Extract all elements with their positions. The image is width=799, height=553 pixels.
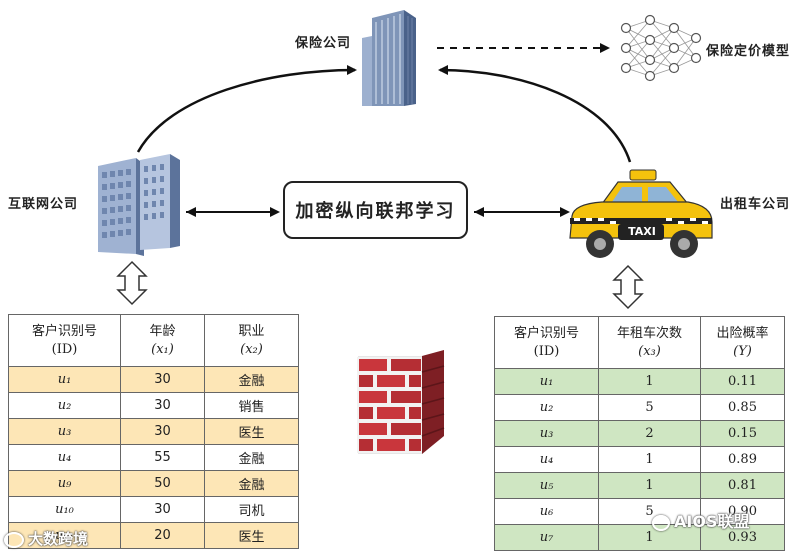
id-cell: u₆ — [494, 498, 599, 525]
header-cell-job: 职业(x₂) — [204, 314, 299, 367]
rentals-cell: 1 — [598, 524, 701, 551]
id-cell: u₄ — [8, 444, 121, 471]
header-cell-id: 客户识别号(ID) — [8, 314, 121, 367]
encrypted-vfl-box: 加密纵向联邦学习 — [283, 181, 468, 239]
header-cell-rentals: 年租车次数(x₃) — [598, 316, 701, 369]
id-cell: u₄ — [494, 446, 599, 473]
job-cell: 医生 — [204, 522, 299, 549]
age-cell: 30 — [120, 392, 205, 419]
internet-company-label: 互联网公司 — [8, 197, 79, 212]
header-cell-age: 年龄(x₁) — [120, 314, 205, 367]
id-cell: u₁₀ — [8, 496, 121, 523]
id-cell: u₃ — [8, 418, 121, 445]
job-cell: 司机 — [204, 496, 299, 523]
taxi-sign-text: TAXI — [628, 225, 656, 238]
id-cell: u₃ — [494, 420, 599, 447]
watermark-chat-icon — [652, 514, 670, 531]
header-cell-claim-prob: 出险概率(Y) — [700, 316, 785, 369]
taxi-company-label: 出租车公司 — [720, 197, 791, 212]
age-cell: 30 — [120, 496, 205, 523]
prob-cell: 0.81 — [700, 472, 785, 499]
id-cell: u₁₁ — [8, 522, 121, 549]
table-header-row: 客户识别号(ID) 年龄(x₁) 职业(x₂) — [8, 314, 299, 367]
id-cell: u₉ — [8, 470, 121, 497]
rentals-cell: 1 — [598, 472, 701, 499]
table-header-row: 客户识别号(ID) 年租车次数(x₃) 出险概率(Y) — [494, 316, 785, 369]
prob-cell: 0.90 — [700, 498, 785, 525]
age-cell: 50 — [120, 470, 205, 497]
rentals-cell: 1 — [598, 368, 701, 395]
rentals-cell: 5 — [598, 394, 701, 421]
prob-cell: 0.11 — [700, 368, 785, 395]
insurer-building-icon — [362, 10, 416, 106]
prob-cell: 0.15 — [700, 420, 785, 447]
watermark-logo-icon — [4, 531, 24, 548]
watermark-left: 大数跨境 — [4, 528, 88, 549]
rentals-cell: 1 — [598, 446, 701, 473]
id-cell: u₁ — [8, 366, 121, 393]
arrow-taxi-to-insurer — [438, 65, 632, 163]
pricing-model-label: 保险定价模型 — [706, 44, 791, 59]
prob-cell: 0.89 — [700, 446, 785, 473]
id-cell: u₂ — [494, 394, 599, 421]
hollow-arrow-right — [612, 264, 644, 310]
id-cell: u₅ — [494, 472, 599, 499]
id-cell: u₇ — [494, 524, 599, 551]
age-cell: 20 — [120, 522, 205, 549]
age-cell: 55 — [120, 444, 205, 471]
job-cell: 医生 — [204, 418, 299, 445]
firewall-brick-icon — [357, 350, 445, 454]
hollow-arrow-left — [116, 260, 148, 306]
id-cell: u₂ — [8, 392, 121, 419]
id-cell: u₁ — [494, 368, 599, 395]
job-cell: 金融 — [204, 470, 299, 497]
insurer-label: 保险公司 — [295, 36, 352, 51]
prob-cell: 0.93 — [700, 524, 785, 551]
taxi-icon — [569, 169, 713, 258]
prob-cell: 0.85 — [700, 394, 785, 421]
rentals-cell: 2 — [598, 420, 701, 447]
age-cell: 30 — [120, 366, 205, 393]
job-cell: 销售 — [204, 392, 299, 419]
job-cell: 金融 — [204, 366, 299, 393]
job-cell: 金融 — [204, 444, 299, 471]
header-cell-id: 客户识别号(ID) — [494, 316, 599, 369]
arrow-internet-to-insurer — [136, 65, 357, 153]
neural-network-icon — [620, 14, 702, 82]
rentals-cell: 5 — [598, 498, 701, 525]
age-cell: 30 — [120, 418, 205, 445]
internet-company-building-icon — [98, 154, 180, 256]
watermark-right: AIOS联盟 — [652, 508, 749, 532]
